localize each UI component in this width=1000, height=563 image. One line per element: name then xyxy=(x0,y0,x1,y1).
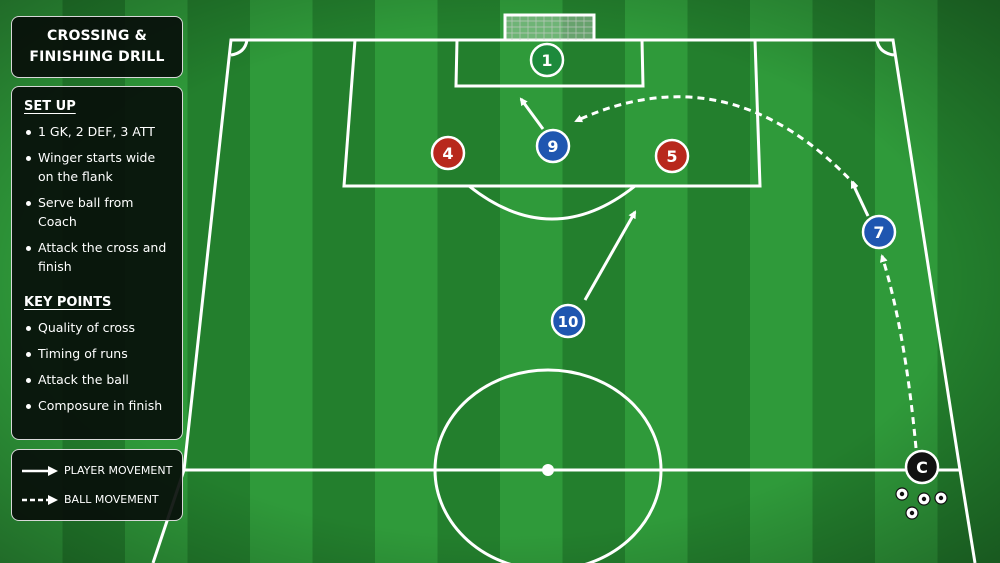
ball xyxy=(917,492,931,506)
player-number: 4 xyxy=(442,144,453,163)
six-yard-box xyxy=(454,38,645,88)
player-def-5[interactable]: 5 xyxy=(654,138,690,174)
key-points-section: KEY POINTS Quality of cross Timing of ru… xyxy=(24,295,174,415)
setup-section: SET UP 1 GK, 2 DEF, 3 ATT Winger starts … xyxy=(24,99,174,276)
title-panel: CROSSING & FINISHING DRILL xyxy=(11,16,183,78)
legend-ball-movement: BALL MOVEMENT xyxy=(22,493,159,506)
player-number: 7 xyxy=(873,223,884,242)
player-number: 1 xyxy=(541,51,552,70)
player-marker xyxy=(529,42,565,78)
legend-ball-label: BALL MOVEMENT xyxy=(64,493,159,506)
player-number: 9 xyxy=(547,137,558,156)
key-points-heading: KEY POINTS xyxy=(24,295,112,310)
key-point-item: Composure in finish xyxy=(24,396,174,415)
coach-marker[interactable]: C xyxy=(904,449,940,485)
setup-item: Winger starts wide on the flank xyxy=(24,148,174,186)
lower-right-touchline xyxy=(958,469,977,563)
player-marker xyxy=(861,214,897,250)
info-panel: SET UP 1 GK, 2 DEF, 3 ATT Winger starts … xyxy=(11,86,183,440)
player-run-10 xyxy=(583,210,637,301)
drill-title: CROSSING & FINISHING DRILL xyxy=(29,28,165,65)
coach-circle xyxy=(904,449,940,485)
ball-cross-to-9 xyxy=(574,95,859,189)
corner-arc-left xyxy=(230,39,249,57)
corner-arc-right xyxy=(875,39,895,57)
setup-item: 1 GK, 2 DEF, 3 ATT xyxy=(24,122,174,141)
setup-item: Serve ball from Coach xyxy=(24,193,174,231)
setup-heading: SET UP xyxy=(24,99,76,114)
legend-player-movement: PLAYER MOVEMENT xyxy=(22,464,172,477)
ball xyxy=(905,506,919,520)
center-spot xyxy=(542,464,554,476)
player-run-9 xyxy=(519,97,545,130)
key-points-list: Quality of cross Timing of runs Attack t… xyxy=(24,318,174,415)
setup-item: Attack the cross and finish xyxy=(24,238,174,276)
player-marker xyxy=(430,135,466,171)
movement-arrows xyxy=(519,95,918,449)
center-circle xyxy=(433,368,663,563)
key-point-item: Quality of cross xyxy=(24,318,174,337)
ball xyxy=(934,491,948,505)
setup-list: 1 GK, 2 DEF, 3 ATT Winger starts wide on… xyxy=(24,122,174,276)
coach-label: C xyxy=(916,458,928,477)
player-att-9[interactable]: 9 xyxy=(535,128,571,164)
player-number: 5 xyxy=(666,147,677,166)
balls xyxy=(895,487,948,520)
player-marker xyxy=(535,128,571,164)
key-point-item: Timing of runs xyxy=(24,344,174,363)
goal xyxy=(503,13,596,40)
dashed-arrow-icon xyxy=(22,494,58,505)
ball-pass-coach-to-7 xyxy=(879,254,918,449)
player-def-4[interactable]: 4 xyxy=(430,135,466,171)
player-marker xyxy=(654,138,690,174)
key-point-item: Attack the ball xyxy=(24,370,174,389)
penalty-arc xyxy=(468,184,636,221)
legend-panel: PLAYER MOVEMENT BALL MOVEMENT xyxy=(11,449,183,521)
legend-player-label: PLAYER MOVEMENT xyxy=(64,464,173,477)
player-gk-1[interactable]: 1 xyxy=(529,42,565,78)
player-run-7 xyxy=(850,180,870,217)
player-att-7[interactable]: 7 xyxy=(861,214,897,250)
ball xyxy=(895,487,909,501)
player-number: 10 xyxy=(558,313,579,331)
player-att-10[interactable]: 10 xyxy=(550,303,586,339)
pitch-lines xyxy=(151,38,977,563)
player-marker xyxy=(550,303,586,339)
solid-arrow-icon xyxy=(22,465,58,476)
